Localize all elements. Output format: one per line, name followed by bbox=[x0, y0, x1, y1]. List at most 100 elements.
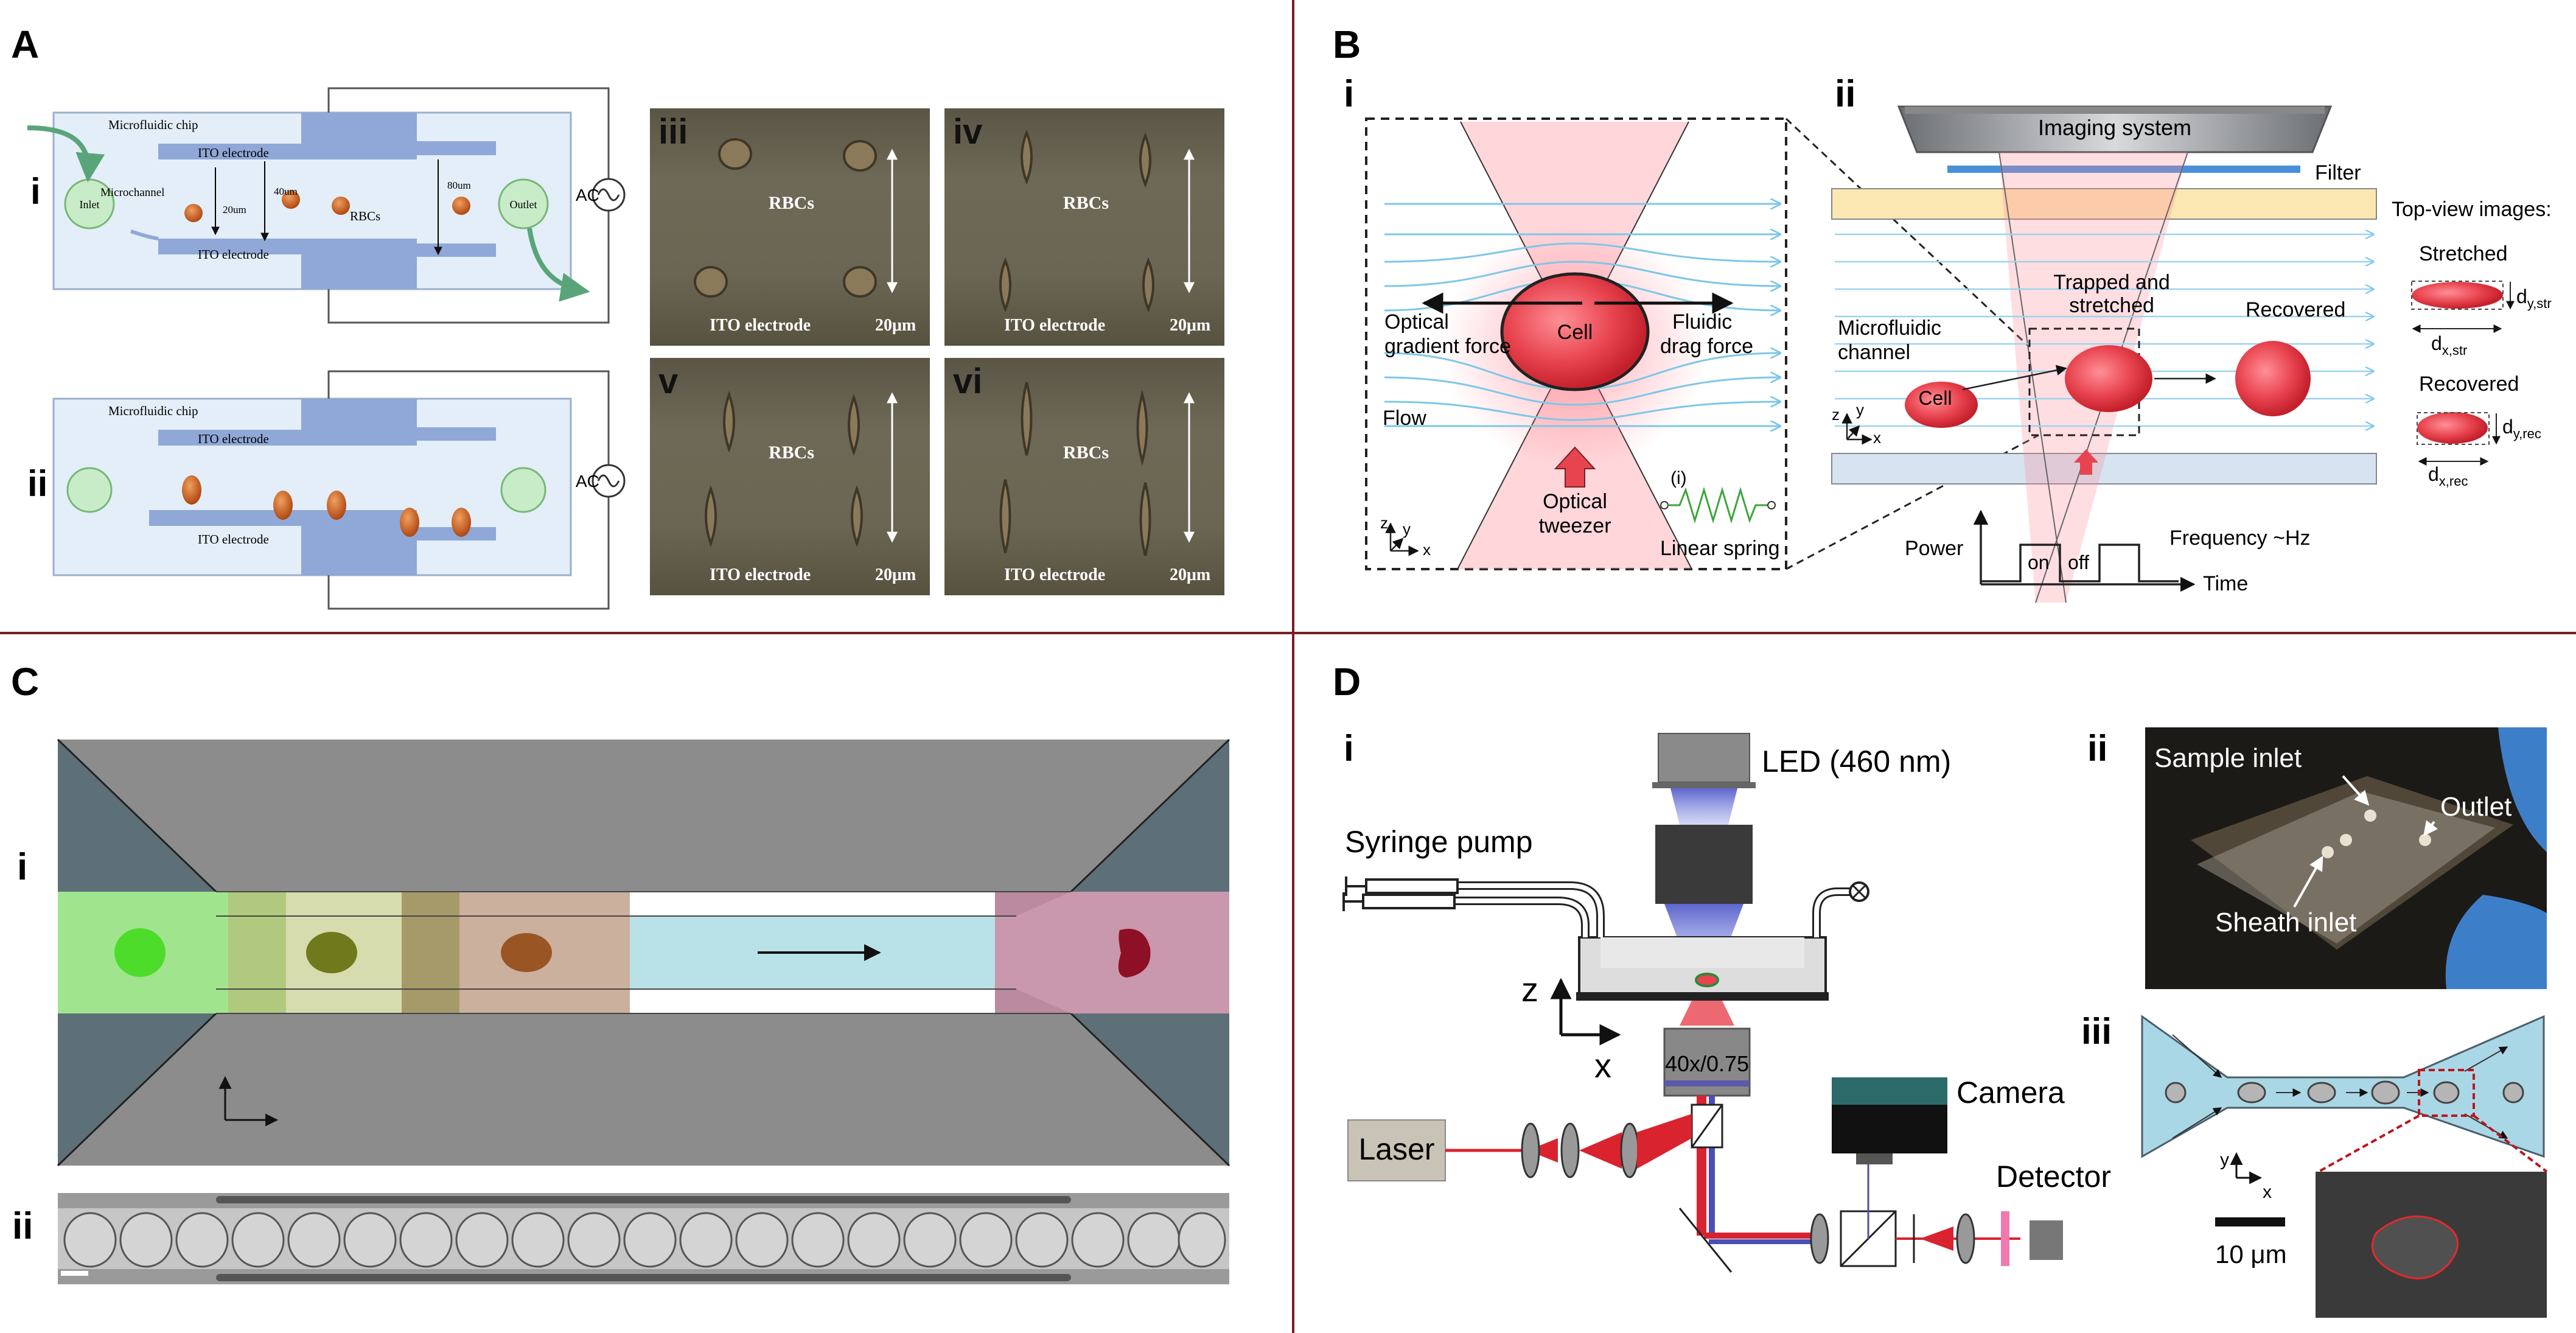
microfluidic-label-1: Microfluidic bbox=[1838, 317, 1941, 340]
rbcs-label-i: RBCs bbox=[350, 209, 380, 223]
panel-c-sub-ii: ii bbox=[12, 1205, 33, 1247]
photo-iii-electrode: ITO electrode bbox=[710, 316, 811, 335]
led-label: LED (460 nm) bbox=[1762, 744, 1951, 778]
axes-c bbox=[218, 1076, 279, 1127]
chip-label-ii: Microfluidic chip bbox=[108, 404, 198, 418]
photo-vi-rbcs: RBCs bbox=[1063, 443, 1109, 463]
linear-spring bbox=[1660, 486, 1776, 524]
spring-tag: (i) bbox=[1670, 468, 1687, 488]
outlet-label: Outlet bbox=[510, 198, 537, 211]
detector bbox=[2030, 1220, 2063, 1260]
panel-c-sub-i: i bbox=[17, 846, 27, 888]
axis-y-b-i: y bbox=[1403, 520, 1411, 538]
filter-bar bbox=[1947, 166, 2300, 173]
ac-label-i: AC bbox=[576, 186, 599, 205]
panel-d: D i ii iii LED (460 nm) bbox=[1333, 660, 2548, 1318]
electrode-top-label-ii: ITO electrode bbox=[198, 432, 269, 446]
cell-c-3 bbox=[501, 933, 552, 972]
sample-cell-d bbox=[1695, 973, 1719, 987]
photo-v-rbcs: RBCs bbox=[769, 443, 814, 463]
cell-c-1 bbox=[114, 928, 166, 977]
photo-iii: iii RBCs ITO electrode 20μm bbox=[650, 108, 930, 346]
camera-label: Camera bbox=[1956, 1076, 2065, 1110]
photo-vi: vi RBCs ITO electrode 20μm bbox=[944, 358, 1224, 595]
panel-d-sub-ii: ii bbox=[2087, 728, 2107, 769]
outlet-d-label: Outlet bbox=[2440, 792, 2511, 822]
dim-20-label: 20um bbox=[223, 204, 246, 215]
channel-d-iii bbox=[2141, 1015, 2545, 1158]
svg-text:dx,str: dx,str bbox=[2431, 332, 2467, 358]
axis-x-d: x bbox=[1594, 1046, 1611, 1085]
panel-d-sub-iii: iii bbox=[2081, 1011, 2112, 1052]
ac-label-ii: AC bbox=[576, 472, 599, 491]
microchannel-label: Microchannel bbox=[100, 186, 165, 199]
cells-d-iii bbox=[2165, 1080, 2524, 1105]
axes-d-iii bbox=[2230, 1152, 2263, 1184]
power-label: Power bbox=[1905, 537, 1963, 560]
photo-iv: iv RBCs ITO electrode 20μm bbox=[944, 108, 1224, 346]
photo-iii-scale: 20μm bbox=[875, 316, 916, 335]
rbc-group-ii bbox=[182, 475, 471, 537]
dx-rec-sub: x,rec bbox=[2439, 474, 2468, 489]
dx-str-sub: x,str bbox=[2442, 343, 2468, 358]
dim-40-label: 40um bbox=[274, 186, 298, 197]
axis-x-b-ii: x bbox=[1873, 429, 1881, 447]
panel-b: B i ii Cell Optical gradient force Fluid… bbox=[1333, 23, 2552, 603]
time-label: Time bbox=[2203, 572, 2248, 595]
recovered-label: Recovered bbox=[2246, 298, 2345, 321]
spring-label: Linear spring bbox=[1660, 537, 1780, 560]
panel-a: A i ii Inlet Outlet bbox=[11, 23, 1224, 610]
power-pulse bbox=[1973, 509, 2196, 592]
axis-y-b-ii: y bbox=[1856, 401, 1864, 419]
optical-force-label-1: Optical bbox=[1384, 310, 1449, 334]
axis-z-b-ii: z bbox=[1832, 405, 1840, 424]
flow-lines-b-i bbox=[1384, 204, 1780, 426]
svg-text:dx,rec: dx,rec bbox=[2428, 463, 2468, 489]
outlet-port bbox=[498, 178, 549, 229]
photo-vi-roman: vi bbox=[953, 362, 982, 401]
top-wall bbox=[1831, 188, 2377, 220]
panel-b-sub-ii: ii bbox=[1835, 73, 1855, 115]
photo-v-electrode: ITO electrode bbox=[710, 565, 811, 584]
led-source bbox=[1658, 733, 1750, 783]
axis-x-d-iii: x bbox=[2263, 1182, 2272, 1202]
panel-b-sub-i: i bbox=[1344, 73, 1354, 115]
syringe-pump bbox=[1342, 876, 1459, 911]
topview-label: Top-view images: bbox=[2392, 198, 2552, 221]
laser-arrow-b-ii bbox=[2074, 449, 2098, 475]
frequency-label: Frequency ~Hz bbox=[2169, 527, 2311, 550]
drag-force-label-2: drag force bbox=[1660, 335, 1753, 358]
cell-c-4 bbox=[1118, 929, 1151, 978]
axis-y-d-iii: y bbox=[2220, 1150, 2229, 1170]
microfluidic-label-2: channel bbox=[1838, 341, 1910, 364]
recovered-right-label: Recovered bbox=[2419, 373, 2519, 396]
electrode-bottom-label-ii: ITO electrode bbox=[198, 532, 269, 547]
axis-z-d: z bbox=[1521, 970, 1538, 1009]
inlet-label: Inlet bbox=[80, 198, 100, 211]
axes-b-ii bbox=[1841, 413, 1873, 445]
laser-label: Laser bbox=[1358, 1132, 1434, 1166]
panel-label-b: B bbox=[1333, 23, 1361, 66]
tweezer-label-2: tweezer bbox=[1538, 514, 1611, 537]
photo-vi-electrode: ITO electrode bbox=[1004, 565, 1105, 584]
cell-label-b-ii: Cell bbox=[1918, 387, 1952, 409]
panel-label-d: D bbox=[1333, 660, 1361, 704]
dx-str-d: d bbox=[2431, 332, 2442, 354]
panel-a-sub-ii: ii bbox=[27, 463, 47, 504]
photo-iv-scale: 20μm bbox=[1170, 316, 1210, 335]
svg-text:dy,rec: dy,rec bbox=[2502, 416, 2541, 441]
dy-rec-sub: y,rec bbox=[2513, 426, 2541, 441]
stretched-cell bbox=[2412, 282, 2503, 309]
axis-x-b-i: x bbox=[1423, 541, 1431, 559]
trapped-label-1: Trapped and bbox=[2053, 271, 2170, 294]
chip-diagram-i: Inlet Outlet Microfluidic chip ITO elect… bbox=[27, 87, 626, 324]
tweezer-label-1: Optical bbox=[1543, 490, 1607, 513]
recovered-cell bbox=[2417, 412, 2488, 444]
dim-80-label: 80um bbox=[447, 180, 471, 191]
cell-label-b-i: Cell bbox=[1557, 321, 1593, 344]
dx-rec-d: d bbox=[2428, 463, 2439, 485]
photo-v-roman: v bbox=[658, 362, 678, 401]
chip-label-i: Microfluidic chip bbox=[108, 117, 198, 132]
photo-iv-roman: iv bbox=[953, 112, 982, 152]
